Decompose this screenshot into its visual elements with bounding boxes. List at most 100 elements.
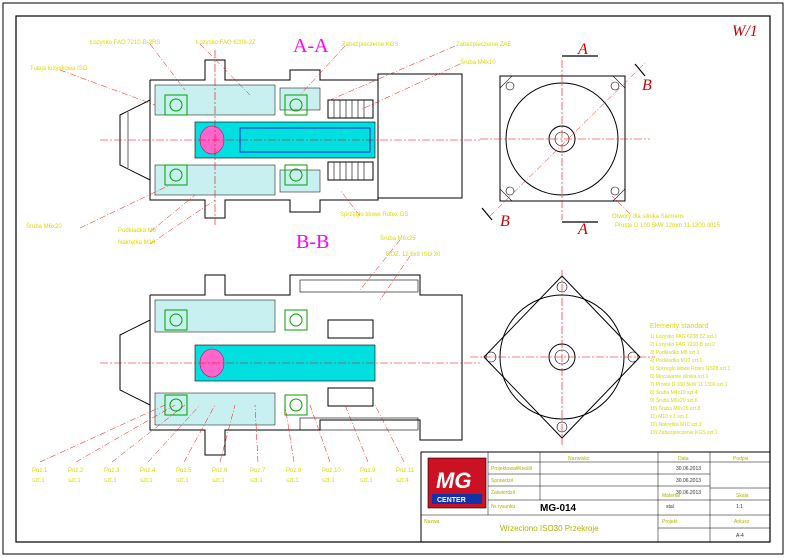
pos-qty: szt.1 (140, 478, 153, 484)
leader-label-8: Podkładka M8 (118, 228, 157, 234)
pos-leader-line (75, 404, 176, 463)
parts-list-item: 1) Łożysko FAG 6208 2Z szt.1 (650, 334, 717, 340)
logo-subtext: CENTER (437, 497, 466, 504)
cut-mark-a-bottom: A (577, 221, 588, 238)
pos-qty: szt.1 (212, 478, 225, 484)
logo-letters: MG (436, 468, 471, 493)
leader-label-3: Zabezpieczenie KGS (342, 42, 398, 48)
title-block-frame (420, 451, 771, 543)
section-b-b-label: B-B (296, 231, 329, 253)
parts-list-item: 13) Zabezpieczenie KGS szt.1 (650, 430, 718, 436)
position-labels: Poz.1 szt.1 Poz.2 szt.1 Poz.3 szt.1 Poz.4 szt.1… (32, 404, 415, 484)
row-label-2: Sprawdził (491, 478, 514, 484)
leader-label-5: Śruba M4x10 (460, 58, 496, 66)
pos-qty: szt.1 (286, 478, 299, 484)
parts-list-item: 7) Proste D 100 5kW 11.1300 szt.1 (650, 382, 728, 388)
row-date-1: 30.06.2013 (676, 466, 701, 472)
parts-list-item: 11) M10 x 1 szt.1 (650, 414, 688, 420)
pos-label: Poz.5 (176, 468, 192, 474)
sheet-value: A-4 (736, 533, 744, 539)
parts-list-item: 5) Sprzęgło kłowe Rotex GS28 szt.1 (650, 366, 731, 372)
front-view-a: A A B B (480, 41, 652, 238)
col-date-header: Data (678, 456, 689, 462)
parts-list-item: 2) Łożysko FAG 7210-B szt.2 (650, 342, 715, 348)
leader-label-12: ROZ. 12 6x8 ISO 30 (386, 252, 441, 258)
pos-label: Poz.2 (68, 468, 84, 474)
parts-list-item: 4) Podkładka M10 szt.1 (650, 358, 702, 364)
drawing-number: MG-014 (540, 503, 577, 514)
pos-leader-line (254, 404, 259, 463)
plate-note: Otwory dla silnika Siemens Proste D 100 … (612, 214, 721, 229)
pos-label: Poz.10 (322, 468, 341, 474)
leader-labels: Łożysko FAG 7210-B-2RS Łożysko FAG 6208-… (26, 40, 511, 258)
b-front-taper (119, 319, 151, 406)
pos-qty: szt.1 (104, 478, 117, 484)
a-bearing-1 (164, 94, 188, 116)
row-date-2: 30.06.2013 (676, 478, 701, 484)
pos-qty: szt.1 (32, 478, 45, 484)
pos-leader-line (39, 404, 166, 463)
pos-label: Poz.3 (104, 468, 120, 474)
pos-qty: szt.1 (322, 478, 335, 484)
nr-rysunku-label: Nr rysunku (491, 504, 515, 510)
pos-qty: szt.1 (68, 478, 81, 484)
scale-label: Skala (736, 493, 749, 499)
pos-leader-line (344, 404, 369, 463)
parts-list-item: 3) Podkładka M8 szt.1 (650, 350, 700, 356)
parts-list-item: 9) Śruba M6x20 szt.6 (650, 396, 698, 404)
leader-label-7: Śruba M6x20 (26, 222, 62, 230)
cut-mark-b-top: B (642, 77, 652, 94)
sheet-inner-border (15, 15, 771, 543)
pos-leader-line (219, 404, 236, 463)
drawing-name: Wrzeciono ISO30 Przekroje (500, 524, 599, 533)
pos-label: Poz.4 (140, 468, 156, 474)
leader-label-1: Łożysko FAG 7210-B-2RS (90, 40, 160, 46)
row-label-3: Zatwierdził (491, 490, 516, 496)
pos-qty: szt.1 (360, 478, 373, 484)
row-date-3: 30.06.2013 (676, 490, 701, 496)
material-value: stal (666, 504, 674, 510)
a-housing-outline (149, 59, 379, 219)
leader-label-4: Zabezpieczenie ZAE (456, 42, 511, 48)
pos-label: Poz.9 (360, 468, 376, 474)
pos-qty: szt.1 (250, 478, 263, 484)
revision-mark: W/1 (732, 23, 758, 40)
cut-mark-b-bottom: B (500, 213, 510, 230)
section-a-a-label: A-A (293, 35, 329, 57)
pos-leader-line (309, 404, 331, 463)
parts-list: Elementy standard 1) Łożysko FAG 6208 2Z… (650, 323, 731, 436)
pos-qty: szt.4 (396, 478, 409, 484)
parts-list-item: 8) Śruba M4x10 szt.4 (650, 388, 698, 396)
section-a-a-view: A-A (100, 35, 480, 225)
parts-list-title: Elementy standard (650, 323, 708, 330)
a-motor-block (377, 73, 463, 199)
parts-list-item: 6) Mocowanie silnika szt.1 (650, 374, 709, 380)
parts-list-item: 10) Śruba M6x25 szt.8 (650, 404, 701, 412)
pos-label: Poz.6 (212, 468, 228, 474)
pos-leader-line (284, 404, 295, 463)
b-housing-outline (149, 274, 463, 456)
pos-label: Poz.7 (250, 468, 266, 474)
scale-value: 1:1 (736, 504, 743, 510)
row-label-1: Projektował/Kreślił (491, 466, 533, 472)
col-sign-header: Podpis (733, 456, 749, 462)
title-block: MG CENTER Nazwisko Data Podpis Projektow… (420, 451, 771, 543)
pos-leader-line (147, 404, 201, 463)
col-name-header: Nazwisko (568, 456, 590, 462)
pos-qty: szt.1 (176, 478, 189, 484)
project-label: Projekt (662, 519, 678, 525)
pos-leader-line (111, 404, 186, 463)
leader-lines (59, 43, 631, 301)
name-label: Nazwa (424, 519, 440, 525)
section-b-b-view: B-B (100, 231, 480, 456)
pos-label: Poz.8 (286, 468, 302, 474)
leader-label-11: Śruba M6x25 (380, 234, 416, 242)
sheet-label: Arkusz (734, 519, 750, 525)
a-front-taper (119, 99, 151, 181)
pos-label: Poz.11 (396, 468, 415, 474)
pos-label: Poz.1 (32, 468, 48, 474)
leader-label-2: Łożysko FAG 6208-2Z (196, 40, 256, 46)
